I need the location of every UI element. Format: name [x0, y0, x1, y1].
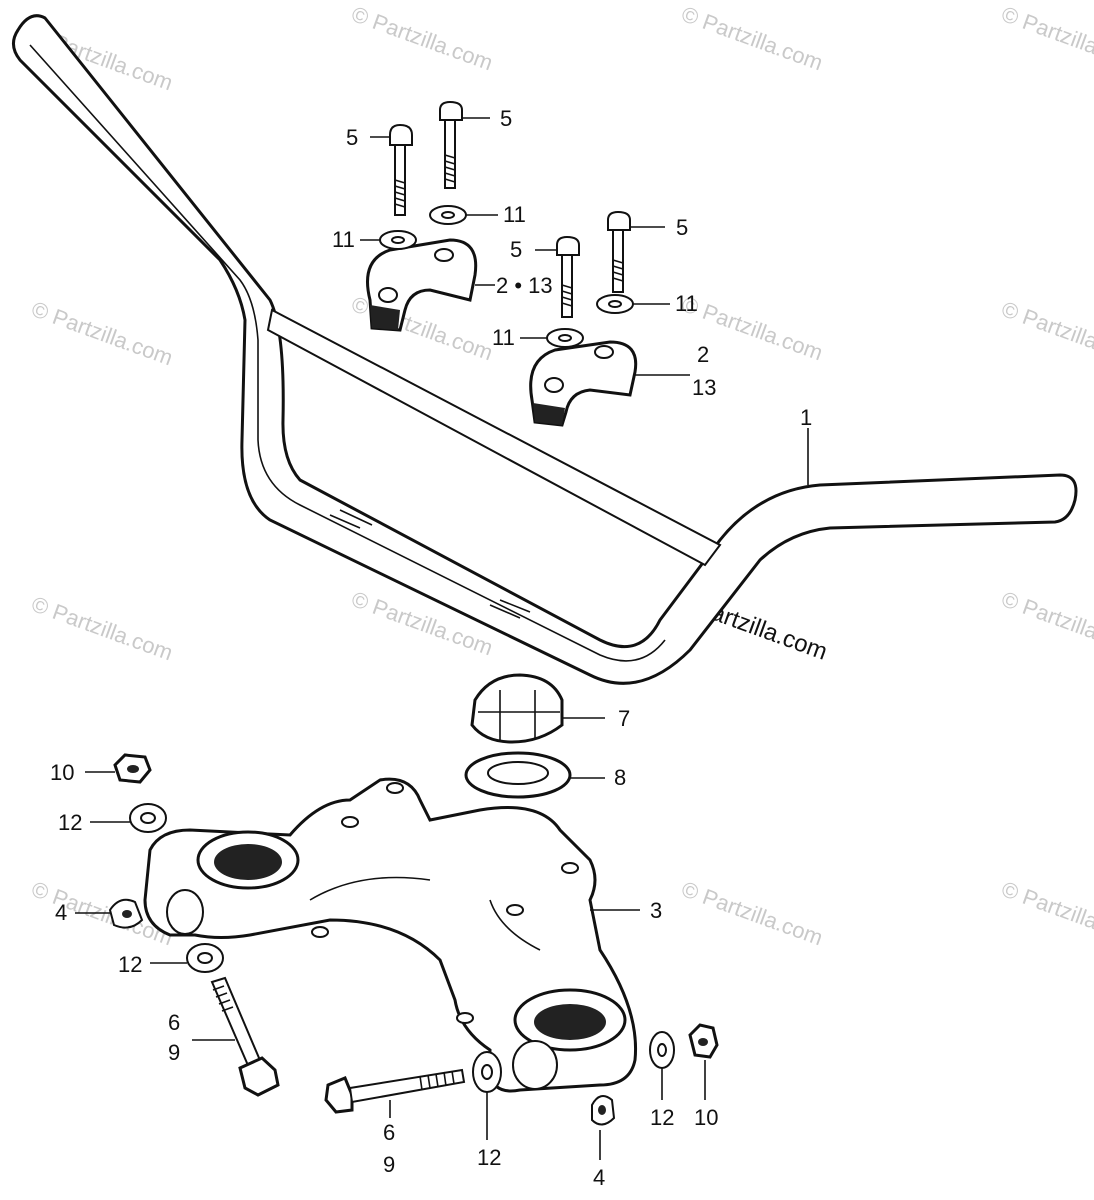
callout-2-13-top: 2 • 13 — [496, 273, 553, 298]
watermark-text: © Partzilla.com — [348, 1, 496, 75]
callout-6-left: 6 — [168, 1010, 180, 1035]
callout-11-c: 11 — [492, 325, 515, 350]
washer-4-left — [108, 898, 144, 929]
bolt-6-bottom — [324, 1068, 466, 1114]
watermark-text: © Partzilla.com — [28, 296, 176, 370]
cap-nut-7 — [470, 673, 564, 744]
bolt-6-left — [210, 976, 280, 1097]
callout-4-bottom: 4 — [593, 1165, 605, 1190]
washer-4-bottom — [591, 1095, 616, 1126]
watermark-text: © Partzilla.com — [998, 876, 1094, 950]
callout-11-a: 11 — [332, 227, 355, 252]
callout-10-left: 10 — [50, 760, 74, 785]
washer-11-c — [546, 328, 584, 348]
callout-9-left: 9 — [168, 1040, 180, 1065]
bolt-5-a — [389, 123, 413, 216]
callout-12-d: 12 — [650, 1105, 674, 1130]
callout-2: 2 — [697, 342, 709, 367]
callout-12-a: 12 — [58, 810, 82, 835]
callout-3: 3 — [650, 898, 662, 923]
watermark-text: © Partzilla.com — [28, 591, 176, 665]
washer-12-b — [186, 943, 224, 973]
washer-12-c — [472, 1051, 502, 1093]
handlebar-lower-holder — [143, 777, 638, 1093]
nut-10-left — [113, 753, 152, 784]
upper-holder-left — [366, 238, 478, 332]
washer-12-a — [129, 803, 167, 833]
nut-10-right — [688, 1023, 719, 1059]
callout-6-bottom: 6 — [383, 1120, 395, 1145]
callout-13: 13 — [692, 375, 716, 400]
callout-11-b: 11 — [503, 202, 526, 227]
watermark-text: © Partzilla.com — [678, 1, 826, 75]
washer-12-d — [649, 1031, 675, 1069]
watermark-text: © Partzilla.com — [998, 586, 1094, 660]
washer-8 — [464, 751, 572, 799]
watermark-text: © Partzilla.com — [678, 876, 826, 950]
bolt-5-c — [556, 235, 580, 318]
callout-8: 8 — [614, 765, 626, 790]
callout-11-d: 11 — [675, 291, 698, 316]
callout-12-b: 12 — [118, 952, 142, 977]
callout-1: 1 — [800, 405, 812, 430]
watermark-text: © Partzilla.com — [998, 296, 1094, 370]
washer-11-d — [596, 294, 634, 314]
bolt-5-b — [439, 100, 463, 189]
callout-12-c: 12 — [477, 1145, 501, 1170]
bolt-5-d — [607, 210, 631, 293]
handlebar — [12, 14, 1078, 685]
callout-9-bottom: 9 — [383, 1152, 395, 1177]
washer-11-b — [429, 205, 467, 225]
callout-5-c: 5 — [676, 215, 688, 240]
callout-5-b: 5 — [500, 106, 512, 131]
callout-7: 7 — [618, 706, 630, 731]
callout-4-left: 4 — [55, 900, 67, 925]
watermark-text: © Partzilla.com — [998, 1, 1094, 75]
callout-10-right: 10 — [694, 1105, 718, 1130]
leader-lines — [75, 117, 809, 1160]
washer-11-a — [379, 230, 417, 250]
callout-5-d: 5 — [510, 237, 522, 262]
callout-labels: 1 2 • 13 2 13 3 4 4 5 5 5 5 6 9 6 9 7 8 … — [50, 106, 812, 1190]
callout-5-a: 5 — [346, 125, 358, 150]
upper-holder-right — [529, 340, 638, 427]
